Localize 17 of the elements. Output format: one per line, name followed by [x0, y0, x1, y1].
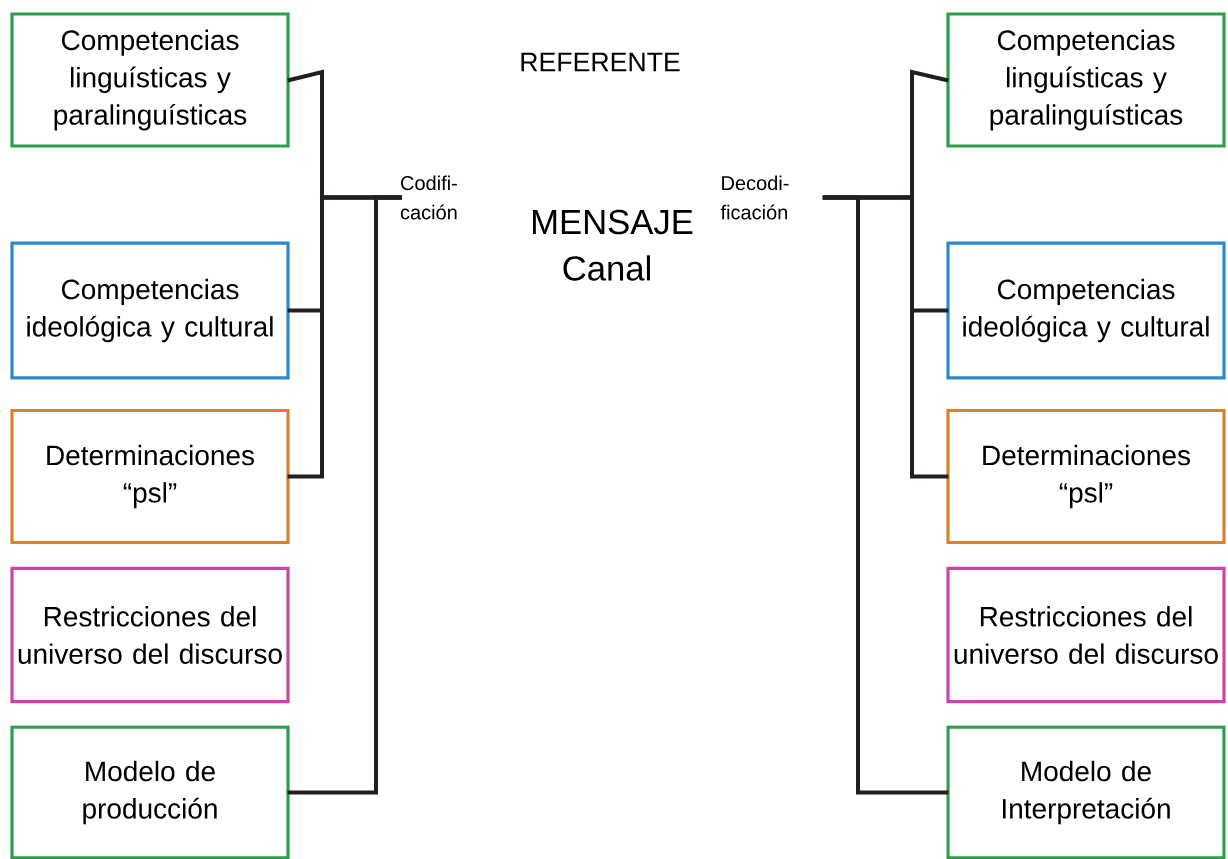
text-box: Restricciones del universo del discurso: [946, 566, 1226, 704]
edge-label: Decodi- ficación: [720, 175, 789, 220]
text-box: Competencias linguísticas y paralinguísticas: [946, 12, 1226, 148]
text-label: REFERENTE: [521, 52, 680, 72]
text-label: Canal: [563, 255, 650, 281]
text-box: Determinaciones “psl”: [946, 408, 1226, 545]
text-box: Restricciones del universo del discurso: [10, 566, 290, 704]
connector-line: [287, 195, 402, 795]
edge-label: Codifi- cación: [400, 175, 457, 220]
text-box: Competencias ideológica y cultural: [946, 241, 1226, 380]
text-box: Modelo de producción: [10, 725, 290, 859]
text-label: MENSAJE: [533, 209, 693, 235]
text-box: Competencias ideológica y cultural: [10, 241, 290, 380]
text-box: Determinaciones “psl”: [10, 408, 290, 545]
connector-line: [822, 195, 949, 795]
text-box: Competencias linguísticas y paralinguísticas: [10, 12, 290, 148]
text-box: Modelo de Interpretación: [946, 725, 1226, 859]
